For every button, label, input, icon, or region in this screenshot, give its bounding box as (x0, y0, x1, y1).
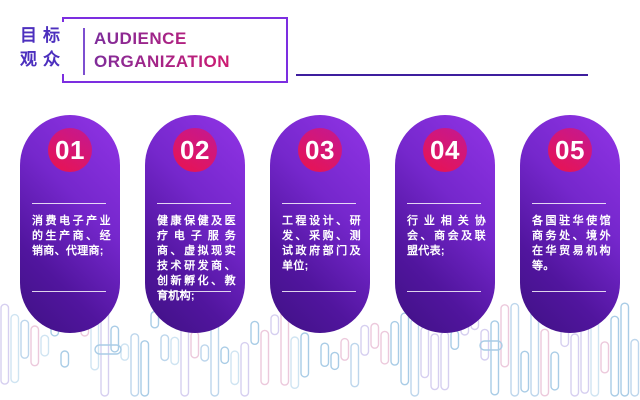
audience-card-03: 03 工程设计、研发、采购、测试政府部门及单位; (270, 115, 370, 333)
card-description: 消费电子产业的生产商、经销商、代理商; (32, 215, 111, 257)
card-divider-top (32, 203, 106, 204)
card-description: 健康保健及医疗电子服务商、虚拟现实技术研发商、创新孵化、教育机构; (157, 215, 236, 302)
audience-card-02: 02 健康保健及医疗电子服务商、虚拟现实技术研发商、创新孵化、教育机构; (145, 115, 245, 333)
title-english: AUDIENCE ORGANIZATION (94, 27, 230, 73)
card-divider-bottom (407, 291, 481, 292)
card-number: 01 (55, 134, 85, 165)
card-divider-top (407, 203, 481, 204)
number-badge-03: 03 (298, 128, 342, 172)
card-description: 各国驻华使馆商务处、境外在华贸易机构等。 (532, 215, 611, 272)
card-divider-bottom (282, 291, 356, 292)
card-divider-bottom (157, 291, 231, 292)
title-chinese: 目标 观众 (20, 22, 68, 74)
audience-card-05: 05 各国驻华使馆商务处、境外在华贸易机构等。 (520, 115, 620, 333)
card-divider-bottom (532, 291, 606, 292)
header-rule (296, 74, 588, 76)
card-divider-top (532, 203, 606, 204)
card-number: 04 (430, 134, 460, 165)
card-description: 工程设计、研发、采购、测试政府部门及单位; (282, 215, 361, 272)
title-divider (83, 28, 85, 75)
card-divider-top (157, 203, 231, 204)
title-chinese-line1: 目标 (20, 26, 66, 45)
title-english-line2: ORGANIZATION (94, 52, 231, 71)
card-divider-bottom (32, 291, 106, 292)
card-description: 行业相关协会、商会及联盟代表; (407, 215, 486, 257)
audience-card-01: 01 消费电子产业的生产商、经销商、代理商; (20, 115, 120, 333)
title-english-line1: AUDIENCE (94, 29, 187, 48)
audience-card-04: 04 行业相关协会、商会及联盟代表; (395, 115, 495, 333)
number-badge-01: 01 (48, 128, 92, 172)
card-number: 02 (180, 134, 210, 165)
card-number: 03 (305, 134, 335, 165)
title-chinese-line2: 观众 (20, 50, 66, 69)
number-badge-04: 04 (423, 128, 467, 172)
card-number: 05 (555, 134, 585, 165)
card-divider-top (282, 203, 356, 204)
number-badge-02: 02 (173, 128, 217, 172)
number-badge-05: 05 (548, 128, 592, 172)
